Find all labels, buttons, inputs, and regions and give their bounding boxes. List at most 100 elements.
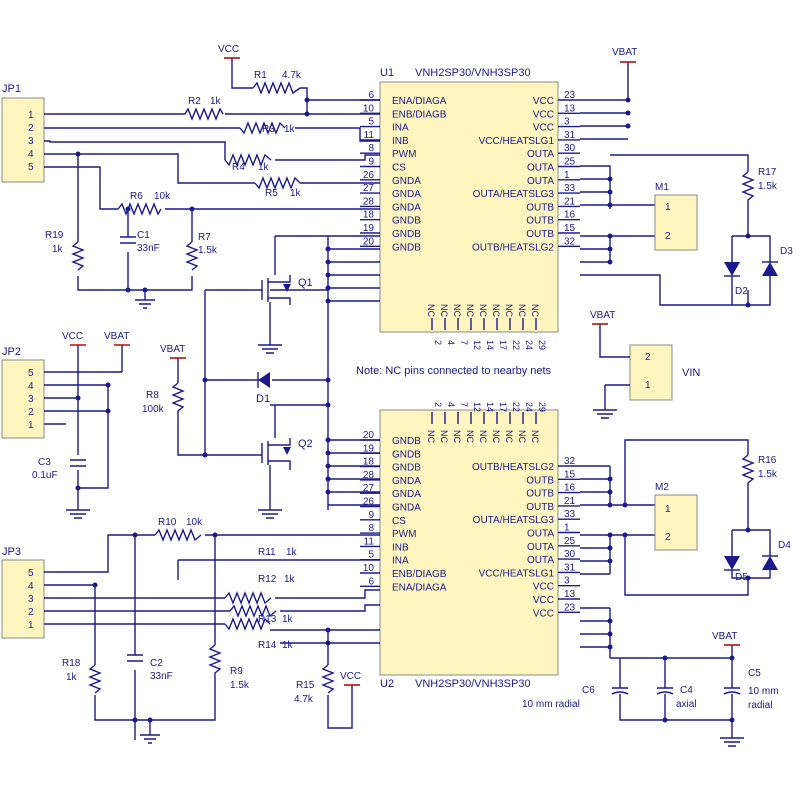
motors-m1-pins-1-label: 2 <box>665 231 671 242</box>
jp1-pin-number: 5 <box>28 162 34 173</box>
u1-nc-label: NC <box>491 304 501 317</box>
resistors-r14-value-label: 1k <box>282 640 294 651</box>
capacitors-c5-value-label: 10 mm <box>748 686 779 697</box>
u2-right-pin-name: OUTB <box>526 502 554 513</box>
jp2-pin-number: 4 <box>28 381 34 392</box>
resistors-r14-ref-label: R14 <box>258 640 277 651</box>
u2-nc-label: NC <box>465 430 475 443</box>
resistors-r16-value-label: 1.5k <box>758 469 778 480</box>
u1-left-pin-num: 6 <box>368 90 374 101</box>
u1-left-pin-num: 11 <box>364 130 375 141</box>
u2-left-pin-num: 8 <box>368 523 374 534</box>
u1-left-pin-num: 19 <box>363 223 375 234</box>
u2-part: VNH2SP30/VNH3SP30 <box>415 678 531 690</box>
resistors-r6-value-label: 10k <box>154 191 171 202</box>
u1-right-pin-num: 23 <box>564 90 576 101</box>
u1-right-pin-num: 15 <box>564 223 576 234</box>
jp3-ref: JP3 <box>2 546 21 558</box>
u1-left-pin-name: GNDA <box>392 189 421 200</box>
jp3-pin-number: 1 <box>28 620 34 631</box>
jp1-pin-number: 1 <box>28 110 34 121</box>
u2-left-pin-num: 26 <box>363 497 375 508</box>
u2-left-pin-num: 19 <box>363 443 375 454</box>
capacitors-c2-value-label: 33nF <box>150 671 173 682</box>
u2-right-pin-name: VCC/HEATSLG1 <box>479 568 555 579</box>
u2-right-pin-num: 21 <box>564 496 576 507</box>
u1-left-pin-name: CS <box>392 163 406 174</box>
u1-right-pin-name: OUTB/HEATSLG2 <box>472 242 554 253</box>
u2-right-pin-name: VCC <box>533 582 554 593</box>
vin-ref-label: VIN <box>682 367 700 379</box>
u2-right-pin-num: 25 <box>564 536 576 547</box>
motors-m1-ref-label: M1 <box>655 182 669 193</box>
u2-left-pin-name: GNDA <box>392 489 421 500</box>
u1-nc-label: NC <box>530 304 540 317</box>
u1-right-pin-name: OUTA <box>527 163 554 174</box>
u2-right-pin-num: 1 <box>564 523 570 534</box>
u1-right-pin-num: 33 <box>564 183 576 194</box>
u2-left-pin-num: 5 <box>368 550 374 561</box>
u2-nc-pin: 2 <box>433 402 443 407</box>
power-vbat-label: VBAT <box>104 331 129 342</box>
u2-right-pin-name: OUTB <box>526 489 554 500</box>
capacitors-c6-ref-label: C6 <box>582 685 595 696</box>
u1-nc-label: NC <box>504 304 514 317</box>
u2-nc-label: NC <box>478 430 488 443</box>
capacitors-c3-ref-label: C3 <box>38 457 51 468</box>
capacitors-c6-value-label: 10 mm radial <box>522 699 580 710</box>
resistors-r19-ref-label: R19 <box>45 230 64 241</box>
u2-ref: U2 <box>380 678 394 690</box>
u2-nc-pin: 17 <box>498 402 508 412</box>
u2-left-pin-name: ENB/DIAGB <box>392 569 447 580</box>
diodes-d3-label: D3 <box>780 246 793 257</box>
u1-ref: U1 <box>380 67 394 79</box>
u2-nc-pin: 4 <box>446 402 456 407</box>
resistors-r15-value-label: 4.7k <box>294 694 314 705</box>
u1-right-pin-name: VCC <box>533 109 554 120</box>
vin-pins-1-label: 1 <box>645 380 651 391</box>
u2-nc-pin: 14 <box>485 402 495 412</box>
resistors-r4-value-label: 1k <box>258 162 270 173</box>
u1-right-pin-num: 16 <box>564 210 576 221</box>
power-vcc-label: VCC <box>62 331 83 342</box>
u2-left-pin-num: 20 <box>363 430 375 441</box>
resistors-r17-ref-label: R17 <box>758 167 777 178</box>
u1-chip: U1 VNH2SP30/VNH3SP30 6ENA/DIAGA10ENB/DIA… <box>360 67 580 350</box>
capacitors-c3-value-label: 0.1uF <box>32 470 58 481</box>
diodes-d4-label: D4 <box>778 540 791 551</box>
u1-left-pin-num: 28 <box>363 196 375 207</box>
u1-left-pin-name: GNDA <box>392 202 421 213</box>
u1-left-pin-num: 20 <box>363 236 375 247</box>
u1-left-pin-num: 26 <box>363 170 375 181</box>
u1-nc-pin: 12 <box>472 340 482 350</box>
u1-nc-label: NC <box>465 304 475 317</box>
resistors-r19-value-label: 1k <box>52 244 64 255</box>
u1-left-pin-name: ENB/DIAGB <box>392 109 447 120</box>
u2-right-pin-num: 15 <box>564 469 576 480</box>
u1-nc-pin: 22 <box>511 340 521 350</box>
u1-left-pin-name: GNDB <box>392 242 421 253</box>
resistors-r12-ref-label: R12 <box>258 574 277 585</box>
u1-right-pin-num: 13 <box>564 103 576 114</box>
u2-left-pin-name: GNDB <box>392 436 421 447</box>
power-vcc-label: VCC <box>218 44 239 55</box>
power-vbat-label: VBAT <box>612 47 637 58</box>
u1-right-pin-name: OUTA <box>527 176 554 187</box>
u1-nc-pin: 24 <box>524 340 534 350</box>
resistors-r8-ref-label: R8 <box>146 390 159 401</box>
u2-nc-label: NC <box>426 430 436 443</box>
capacitors-c1-value-label: 33nF <box>137 243 160 254</box>
u2-nc-label: NC <box>530 430 540 443</box>
u1-right-pin-name: OUTB <box>526 216 554 227</box>
u1-nc-pin: 17 <box>498 340 508 350</box>
resistors-r7-value-label: 1.5k <box>198 245 218 256</box>
diodes-d2-label: D2 <box>735 286 748 297</box>
resistors-r10-ref-label: R10 <box>158 517 177 528</box>
resistors-r17-value-label: 1.5k <box>758 181 778 192</box>
u1-nc-label: NC <box>452 304 462 317</box>
motors-m1-pins-0-label: 1 <box>665 202 671 213</box>
u1-right-pin-num: 32 <box>564 236 576 247</box>
vin-pins-0-label: 2 <box>645 352 651 363</box>
